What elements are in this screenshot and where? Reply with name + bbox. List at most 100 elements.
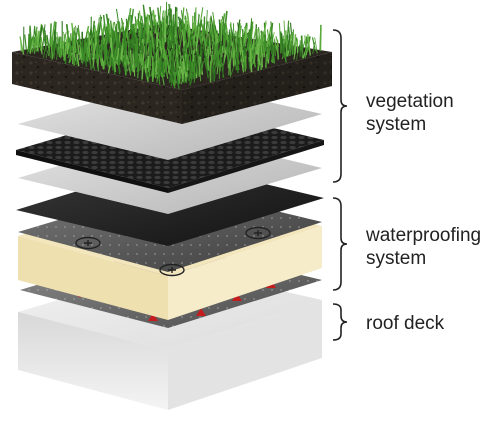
grass-blade — [60, 41, 63, 54]
grass-blade — [91, 20, 96, 47]
grass-blade — [127, 31, 131, 43]
waterproofing-bracket — [332, 197, 348, 291]
grass-blade — [233, 46, 236, 65]
grass-blade — [239, 37, 245, 63]
grass-blade — [260, 35, 263, 46]
grass-blade — [176, 17, 182, 39]
grass-blade — [221, 45, 224, 58]
grass-blade — [190, 42, 193, 60]
grass-blade — [184, 29, 187, 41]
grass-blade — [160, 49, 164, 73]
grass-blade — [44, 30, 47, 53]
grass-blade — [106, 23, 111, 36]
grass-blade — [104, 43, 107, 66]
grass-blade — [161, 61, 164, 76]
grass-blade — [312, 42, 316, 54]
grass-blade — [166, 8, 169, 28]
grass-blade — [59, 36, 62, 49]
grass-blade — [253, 46, 257, 65]
grass-blade — [102, 14, 107, 38]
grass-blade — [222, 37, 225, 51]
grass-blade — [126, 8, 132, 31]
grass-blade — [241, 39, 247, 54]
grass-blade — [133, 38, 138, 64]
grass-blade — [274, 38, 277, 57]
grass-blade — [72, 46, 77, 61]
grass-blade — [307, 34, 311, 56]
grass-blade — [149, 30, 155, 49]
grass-blade — [79, 42, 84, 60]
grass-blade — [115, 48, 121, 73]
grass-blade — [205, 46, 210, 57]
grass-blade — [225, 46, 229, 62]
grass-blade — [294, 34, 297, 55]
grass-blade — [36, 30, 40, 51]
grass-blade — [90, 41, 93, 56]
grass-blade — [121, 38, 127, 63]
grass-blade — [72, 27, 77, 54]
grass-blade — [263, 34, 267, 46]
grass-blade — [182, 55, 187, 78]
grass-blade — [170, 73, 176, 89]
grass-blade — [123, 60, 129, 72]
grass-blade — [186, 13, 192, 37]
grass-blade — [253, 38, 258, 51]
grass-blade — [175, 57, 178, 70]
grass-blade — [89, 53, 92, 70]
grass-blade — [286, 20, 290, 46]
grass-blade — [87, 30, 91, 46]
grass-blade — [50, 41, 53, 60]
grass-blade — [195, 26, 200, 52]
grass-blade — [66, 42, 69, 55]
grass-blade — [193, 65, 198, 83]
grass-blade — [84, 55, 88, 67]
grass-blade — [231, 33, 236, 59]
grass-blade — [185, 54, 189, 73]
grass-blade — [64, 30, 70, 52]
grass-blade — [267, 36, 273, 60]
grass-blade — [157, 55, 162, 78]
grass-blade — [222, 29, 227, 41]
grass-blade — [237, 43, 240, 61]
grass-blade — [204, 21, 209, 35]
grass-blade — [100, 40, 103, 56]
grass-blade — [260, 43, 264, 68]
grass-blade — [151, 28, 156, 51]
grass-blade — [183, 39, 188, 54]
grass-blade — [191, 38, 194, 49]
grass-blade — [85, 43, 90, 61]
grass-blade — [69, 38, 72, 60]
grass-blade — [95, 23, 100, 42]
grass-blade — [213, 43, 219, 65]
grass-blade — [124, 58, 130, 71]
grass-blade — [43, 41, 48, 58]
roof-deck-bracket — [332, 303, 348, 341]
grass-blade — [41, 37, 43, 55]
grass-blade — [193, 20, 197, 47]
grass-blade — [213, 66, 216, 82]
grass-blade — [122, 24, 128, 40]
grass-blade — [241, 37, 246, 57]
grass-blade — [140, 54, 144, 66]
grass-blade — [174, 6, 177, 33]
grass-blade — [251, 28, 257, 50]
grass-blade — [247, 56, 251, 70]
grass-blade — [275, 36, 280, 47]
waterproofing-label-line1: waterproofing — [366, 225, 482, 246]
grass-blade — [200, 24, 205, 37]
grass-blade — [208, 33, 212, 57]
grass-blade — [250, 18, 252, 45]
roof-deck-label-line1: roof deck — [366, 313, 445, 334]
vegetation-label-line1: vegetation — [366, 91, 454, 112]
grass-blade — [265, 53, 268, 68]
grass-blade — [230, 22, 232, 46]
grass-blade — [270, 21, 274, 44]
grass-blade — [314, 37, 318, 54]
grass-blade — [149, 11, 155, 32]
grass-blade — [172, 26, 175, 47]
grass-blade — [285, 30, 288, 57]
grass-blade — [159, 63, 165, 78]
grass-blade — [201, 61, 204, 72]
grass-blade — [189, 73, 195, 86]
